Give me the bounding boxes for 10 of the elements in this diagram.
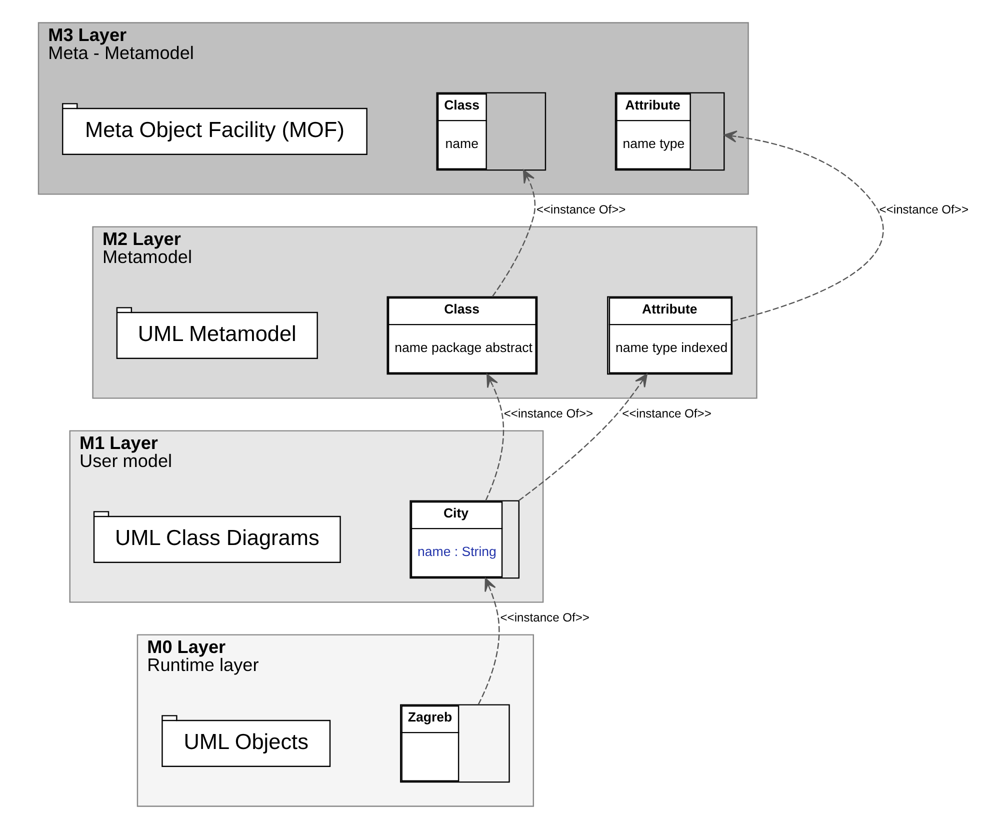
- arrow: [477, 578, 500, 705]
- arrow: [723, 130, 884, 322]
- edge-label: <<instance Of>>: [500, 610, 589, 625]
- arrow: [484, 374, 504, 501]
- edge-label: <<instance Of>>: [503, 406, 593, 421]
- arrow: [491, 170, 536, 297]
- edge-label: <<instance Of>>: [622, 406, 711, 421]
- arrow: [518, 374, 647, 502]
- edge-label: <<instance Of>>: [536, 202, 626, 217]
- edge-label: <<instance Of>>: [878, 202, 968, 217]
